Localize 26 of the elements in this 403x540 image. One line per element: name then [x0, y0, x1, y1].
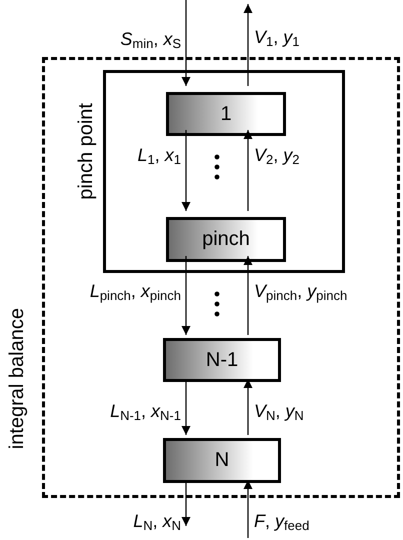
edge-label: V$_{1}$, y$_{1}$ [254, 28, 300, 50]
stage-label: N [214, 449, 230, 472]
region-heading: pinch point [76, 103, 96, 200]
stage-label: pinch [202, 228, 250, 251]
stage-label: N-1 [206, 348, 238, 372]
edge-label: S$_{min}$, x$_{S}$ [120, 30, 181, 52]
edge-label: L$_{N-1}$, x$_{N-1}$ [110, 402, 181, 424]
flow-arrow [182, 130, 190, 211]
edge-label: L$_{pinch}$, x$_{pinch}$ [90, 282, 181, 304]
edge-label: L$_{N}$, x$_{N}$ [133, 512, 181, 534]
flow-arrow [244, 256, 252, 335]
edge-label: V$_{2}$, y$_{2}$ [254, 146, 300, 168]
edge-label: V$_{N}$, y$_{N}$ [254, 402, 304, 424]
stage-label: 1 [220, 102, 232, 126]
flow-arrow [182, 256, 190, 335]
edge-label: V$_{pinch}$, y$_{pinch}$ [254, 282, 348, 304]
stage-box [163, 438, 281, 483]
flow-arrow [244, 130, 252, 211]
edge-label: L$_{1}$, x$_{1}$ [138, 146, 181, 168]
flow-arrow [182, 0, 190, 86]
stage-box [166, 217, 286, 262]
stage-box [163, 338, 281, 382]
stage-box [166, 92, 286, 136]
edge-label: F, y$_{feed}$ [254, 512, 310, 534]
flow-arrow [244, 4, 252, 86]
region-heading: integral balance [7, 308, 27, 450]
